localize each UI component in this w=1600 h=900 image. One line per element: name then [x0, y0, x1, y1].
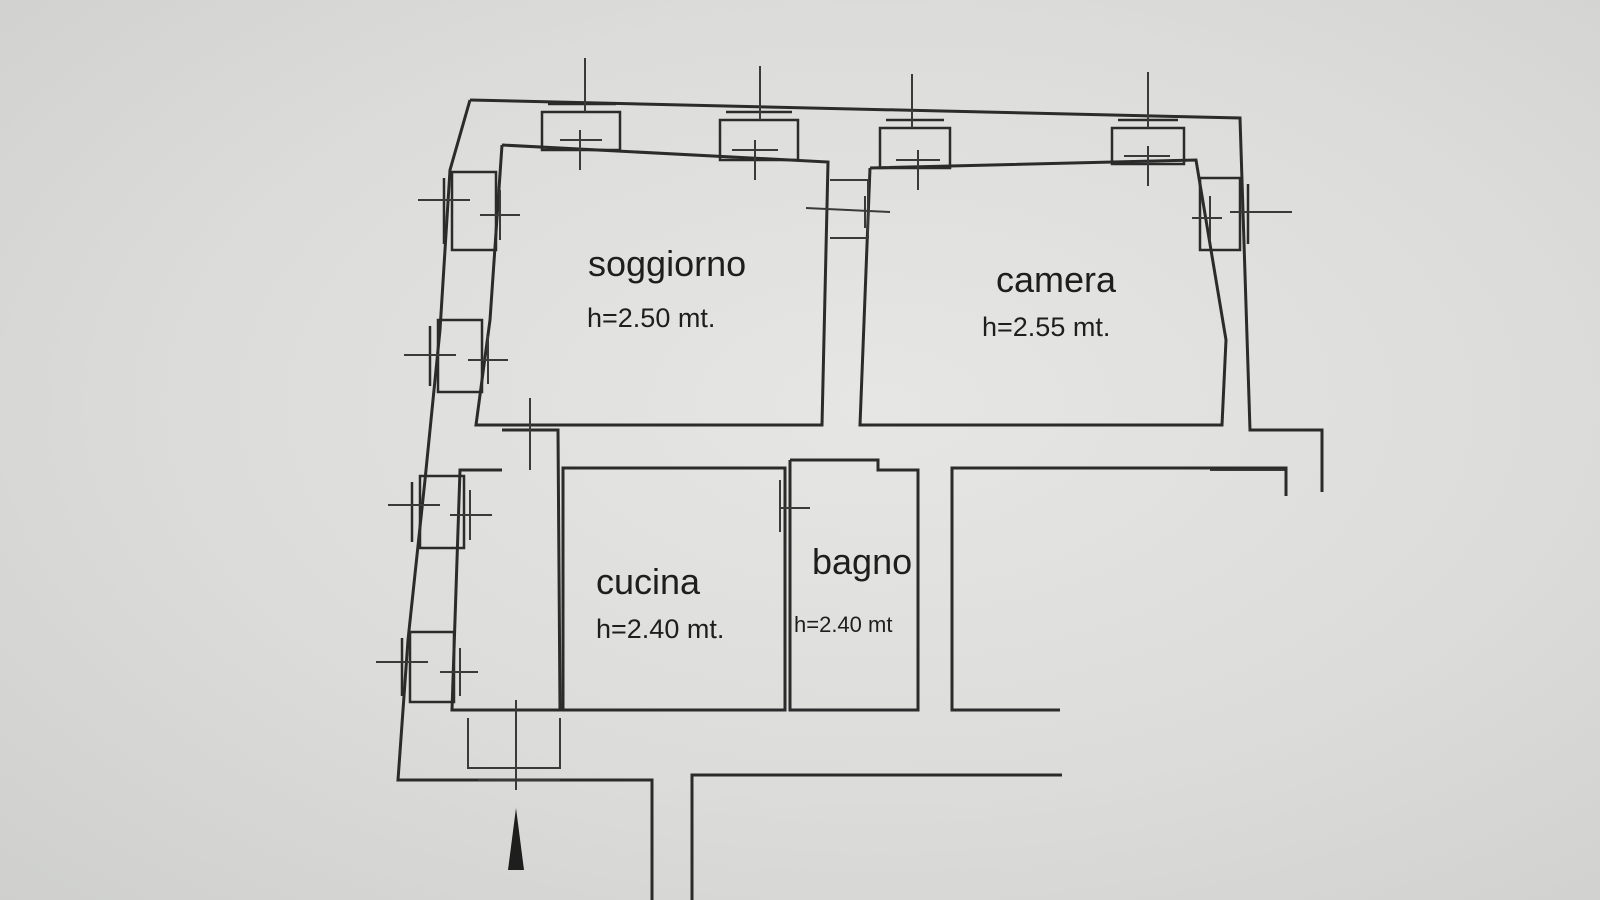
windows-top — [540, 58, 1186, 190]
room-cucina: cucina h=2.40 mt. — [596, 561, 724, 644]
room-name-bagno: bagno — [812, 541, 912, 582]
entrance-arrow-icon — [508, 808, 524, 870]
outer-walls — [396, 98, 1324, 900]
inner-walls — [450, 143, 1288, 781]
windows-side — [376, 170, 1292, 704]
room-soggiorno: soggiorno h=2.50 mt. — [587, 243, 746, 333]
room-name-soggiorno: soggiorno — [588, 243, 746, 284]
room-height-cucina: h=2.40 mt. — [596, 614, 724, 644]
room-name-camera: camera — [996, 259, 1117, 300]
room-bagno: bagno h=2.40 mt — [794, 541, 912, 637]
tick-marks — [515, 196, 891, 790]
room-height-camera: h=2.55 mt. — [982, 312, 1110, 342]
room-height-soggiorno: h=2.50 mt. — [587, 303, 715, 333]
room-camera: camera h=2.55 mt. — [982, 259, 1117, 342]
room-name-cucina: cucina — [596, 561, 701, 602]
room-height-bagno: h=2.40 mt — [794, 612, 892, 637]
